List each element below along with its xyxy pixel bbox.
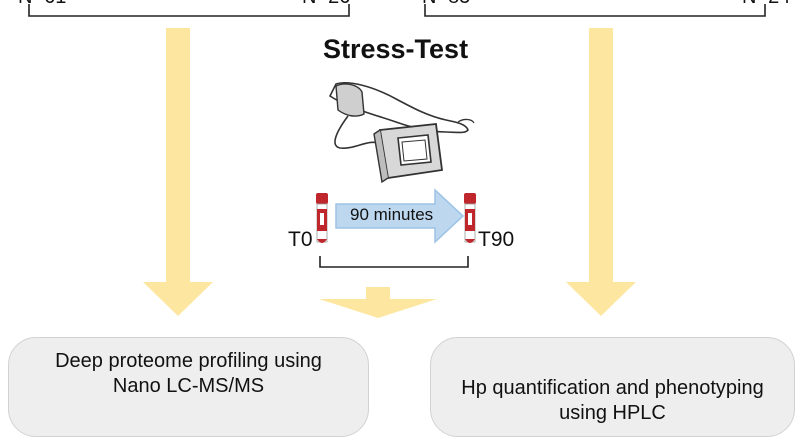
top-right-n-right: N=24 <box>742 0 790 9</box>
right-method-line1: Hp quantification and phenotyping <box>461 377 764 399</box>
stress-test-title: Stress-Test <box>323 34 469 64</box>
top-left-n-right: N=26 <box>302 0 350 9</box>
blood-pressure-cuff-icon <box>328 81 475 184</box>
center-flow-arrow <box>319 287 437 318</box>
left-method-box: Deep proteome profiling using Nano LC-MS… <box>8 337 369 437</box>
top-right-n-left: N=85 <box>422 0 470 9</box>
t90-label: T90 <box>478 228 515 251</box>
left-flow-arrow <box>143 28 213 316</box>
top-left-bracket <box>28 4 766 17</box>
right-method-box: Hp quantification and phenotyping using … <box>430 337 795 437</box>
top-left-n-left: N=61 <box>18 0 66 9</box>
interval-label: 90 minutes <box>350 205 434 224</box>
left-method-line1: Deep proteome profiling using <box>55 350 322 372</box>
interval-arrow <box>335 188 465 244</box>
stress-test-bracket <box>319 256 469 268</box>
t0-label: T0 <box>288 228 313 251</box>
right-method-line2: using HPLC <box>559 402 666 424</box>
blood-tube-icon <box>316 193 328 243</box>
right-flow-arrow <box>566 28 636 316</box>
left-method-line2: Nano LC-MS/MS <box>112 375 265 397</box>
flow-arrows <box>143 28 636 318</box>
blood-tube-icon <box>464 193 476 243</box>
